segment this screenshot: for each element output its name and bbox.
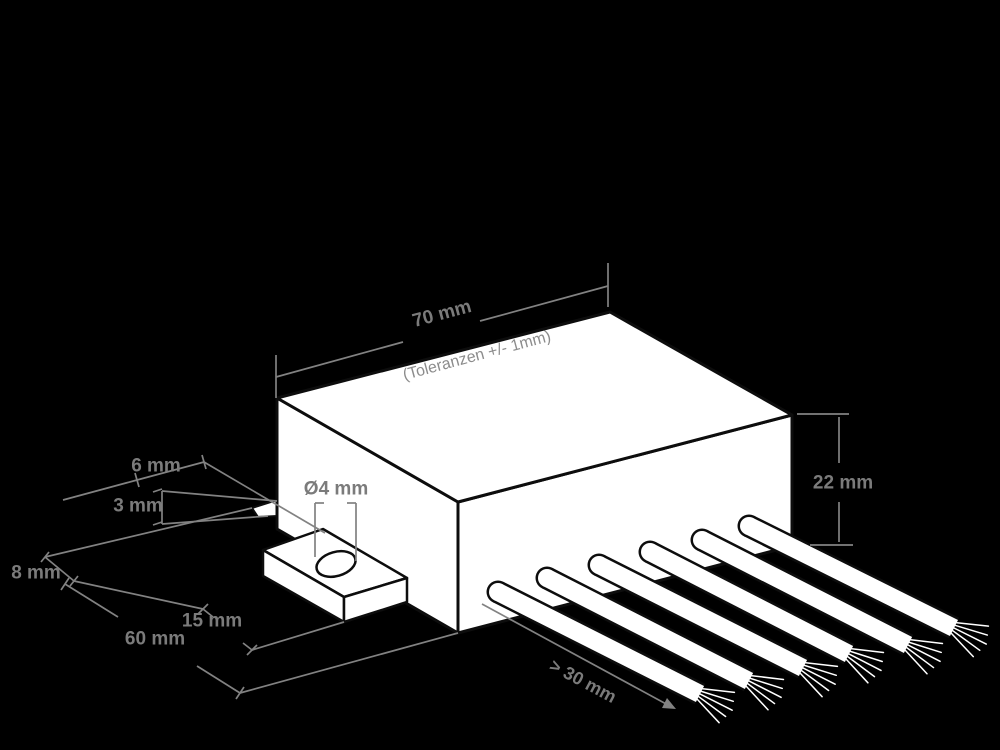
wire-4-core [645, 543, 854, 663]
wire-1-strand [696, 694, 727, 718]
dim-15mm-stub-b [242, 642, 253, 651]
wire-3-strand [799, 668, 830, 692]
dim-70mm-line-a [275, 341, 404, 378]
wire-1-strand [697, 692, 733, 711]
wire-6-strand [950, 628, 981, 652]
wire-6-strand [952, 624, 989, 636]
wire-3-strand [798, 670, 823, 698]
label-22mm: 22 mm [813, 473, 873, 494]
wire-5-core [697, 531, 913, 654]
dim-6mm-ext-right [203, 461, 326, 534]
wire-5-strand [906, 641, 943, 654]
wire-3-strand [800, 666, 836, 685]
wire-2-strand [746, 679, 782, 699]
dim-70mm-line-b [479, 285, 609, 322]
dim-3mm-tick-a [152, 488, 163, 493]
wire-6-core [744, 517, 959, 637]
dim-60mm-tick-a [60, 577, 70, 591]
wire-5-strand [905, 643, 941, 663]
dim-15mm-stub-a [202, 608, 214, 618]
wire-5-strand [903, 647, 928, 675]
label-6mm: 6 mm [131, 456, 181, 477]
dim-60mm-line-b [196, 665, 241, 694]
wire-2-strand [747, 677, 784, 690]
dim-15mm-ext [251, 621, 345, 651]
wire-6-strand [951, 626, 987, 645]
wire-5-strand [904, 645, 935, 669]
dim-6mm-line [136, 461, 205, 481]
dim-60mm-line-a [64, 583, 119, 618]
wire-3-strand [802, 661, 839, 668]
wire-1-strand [695, 696, 720, 724]
wire-4-strand [847, 650, 883, 663]
wire-2-strand [745, 681, 776, 705]
wire-1-core [493, 583, 705, 703]
wire-2-strand [748, 674, 785, 681]
label-8mm: 8 mm [11, 563, 61, 584]
wire-1-strand [698, 690, 735, 703]
wire-5-strand [907, 638, 944, 645]
wire-1-strand [699, 687, 736, 694]
box-top-face [275, 310, 794, 504]
dim-3mm-tick-b [152, 521, 163, 526]
label-3mm: 3 mm [113, 496, 163, 517]
wire-length-arrowhead [662, 698, 676, 709]
wire-2-strand [744, 683, 769, 711]
dim-60mm-ext [239, 632, 459, 694]
wire-3-core [594, 556, 808, 677]
wire-4-strand [844, 656, 869, 684]
dim-6mm-ext-left [62, 479, 138, 501]
wire-4-strand [846, 652, 882, 672]
label-hole-diameter: Ø4 mm [304, 479, 368, 500]
wire-6-strand [949, 631, 975, 658]
dim-3mm-ext-bottom [161, 515, 269, 525]
wire-4-strand [848, 647, 885, 654]
wire-4-strand [845, 654, 876, 678]
wire-2-core [542, 569, 754, 690]
wire-length-leader [481, 603, 669, 706]
dim-8mm-link [73, 580, 204, 610]
label-60mm: 60 mm [125, 629, 185, 650]
dim-8mm-ext-top [44, 507, 253, 558]
label-15mm: 15 mm [182, 611, 242, 632]
dim-8mm-line [44, 556, 75, 582]
front-tab-right-face [342, 576, 409, 624]
dim-3mm-ext-top [161, 490, 278, 502]
wire-6-strand [953, 621, 990, 627]
wire-3-strand [801, 664, 838, 677]
